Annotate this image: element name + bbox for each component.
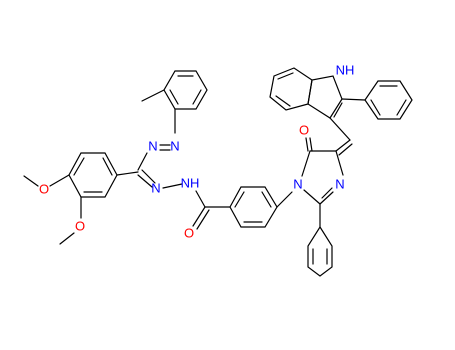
atom-label-nh-hydrazone: NH <box>181 176 200 191</box>
atom-label-n-azo-1: N <box>170 139 179 154</box>
bond-lines <box>23 67 413 277</box>
atom-label-o-methoxy-2: O <box>75 219 85 234</box>
atom-label-nh-indole: NH <box>336 63 355 78</box>
atom-label-o-imidazolone: O <box>299 123 309 138</box>
atom-label-n-hydrazone: N <box>151 181 160 196</box>
atom-label-n-imidazolone-3: N <box>335 177 344 192</box>
atom-label-n-azo-2: N <box>148 139 157 154</box>
atom-label-o-methoxy-1: O <box>39 182 49 197</box>
atom-label-o-amide: O <box>184 226 194 241</box>
atom-label-n-imidazolone-1: N <box>293 177 302 192</box>
atom-labels: NH O N N N N N NH O O O <box>39 63 354 241</box>
